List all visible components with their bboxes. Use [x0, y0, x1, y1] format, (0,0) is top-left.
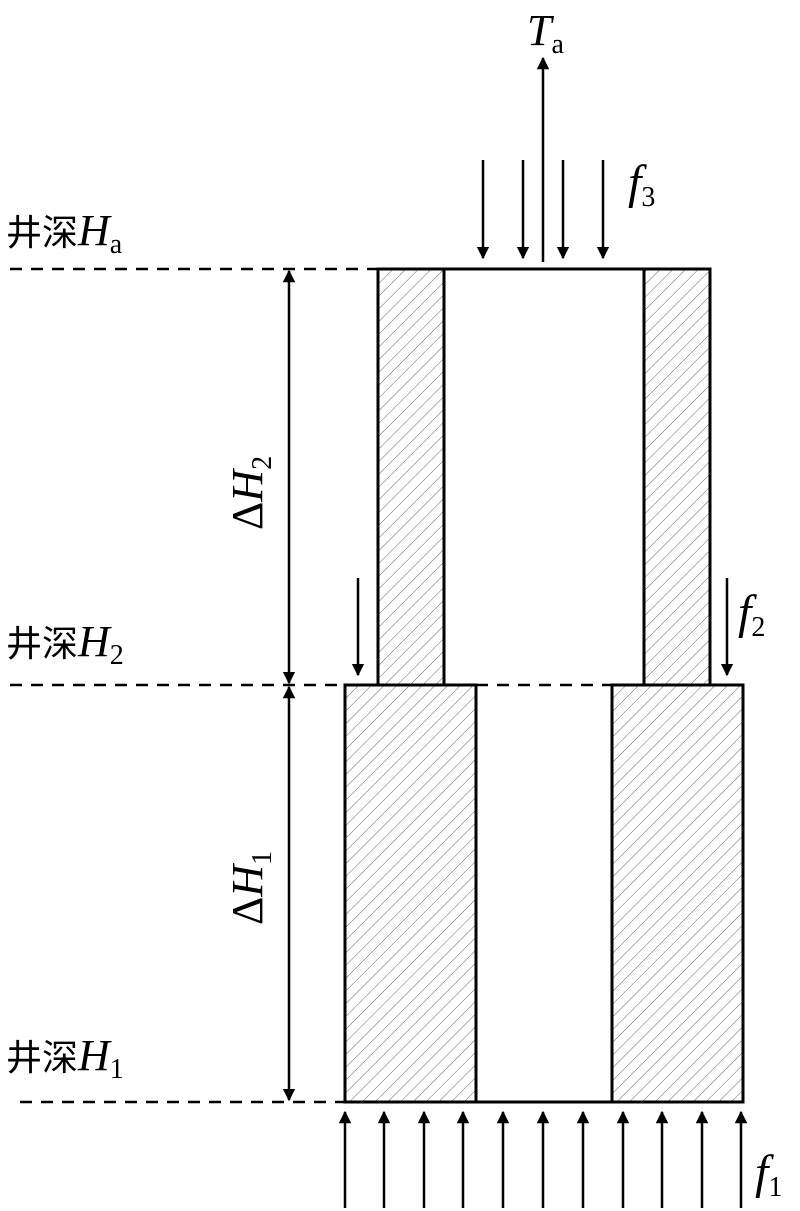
lower-right-wall — [610, 683, 745, 1104]
force-f3-label: f3 — [628, 156, 655, 213]
upper-right-wall — [642, 267, 712, 687]
force-f2-label: f2 — [738, 586, 765, 643]
tension-label: Ta — [527, 6, 564, 60]
delta-h2-label-group: ΔH2 — [223, 456, 278, 530]
depth-label-h2: 井深H2 — [6, 617, 124, 671]
delta-h1-label-group: ΔH1 — [223, 851, 278, 925]
delta-h2-label: ΔH2 — [223, 456, 278, 530]
force-f1-arrows — [338, 1110, 748, 1208]
lower-left-wall — [343, 683, 478, 1104]
delta-h1-label: ΔH1 — [223, 851, 278, 925]
depth-label-h1: 井深H1 — [6, 1031, 124, 1085]
depth-label-ha: 井深Ha — [6, 206, 123, 260]
force-f1-label: f1 — [755, 1146, 782, 1203]
force-f3-arrows — [476, 160, 610, 260]
upper-left-wall — [376, 267, 446, 687]
